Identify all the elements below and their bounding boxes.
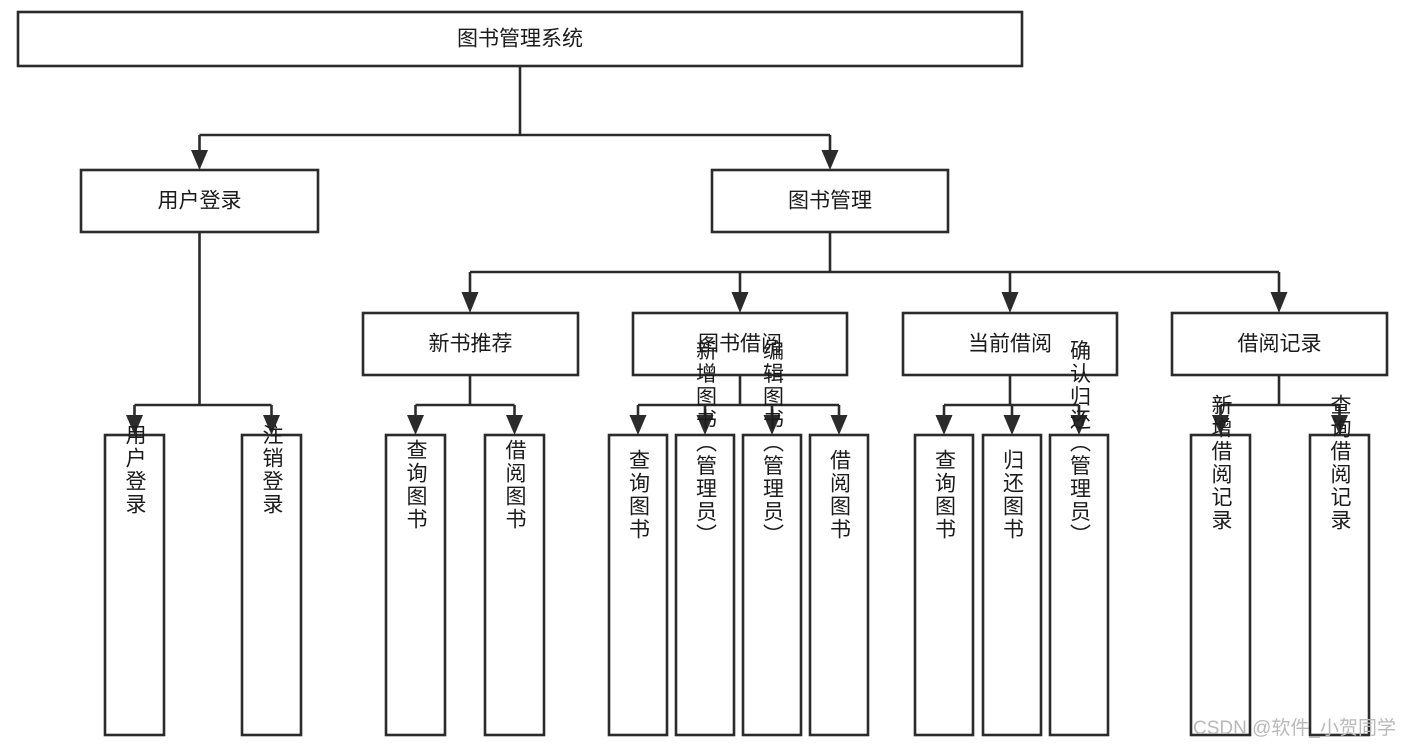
node-new-book-recommend[interactable]: 新书推荐: [361, 311, 580, 377]
node-borrow-record[interactable]: 借阅记录: [1170, 311, 1389, 377]
leaf-label-borrow-book: 借阅图书: [828, 449, 852, 541]
leaf-box-user-login[interactable]: [103, 433, 166, 737]
leaf-edit-book-admin[interactable]: 编辑图书（管理员）: [741, 340, 803, 737]
leaf-label-add-book-admin: 新增图书（管理员）: [694, 340, 718, 547]
arrowhead-borrow-lend: [830, 415, 848, 435]
leaf-query-borrow-record[interactable]: 查询借阅记录: [1308, 394, 1371, 737]
leaf-query-book-current[interactable]: 查询图书: [913, 433, 975, 737]
arrowhead-borrow-add: [696, 415, 714, 435]
arrowhead-newbook: [461, 292, 479, 313]
arrowhead-leaf-user-login: [126, 415, 143, 435]
leaf-box-logout[interactable]: [240, 433, 303, 737]
leaf-label-return-book: 归还图书: [1001, 449, 1025, 541]
leaf-user-login[interactable]: 用户登录: [103, 424, 166, 737]
arrowhead-current: [1001, 292, 1019, 313]
watermark: CSDN @软件_小贺同学: [1193, 718, 1396, 739]
connector-layer: [126, 66, 1348, 435]
leaf-label-query-borrow-record: 查询借阅记录: [1328, 394, 1352, 532]
node-box-user-login[interactable]: [79, 168, 320, 234]
node-box-borrow-record[interactable]: [1170, 311, 1389, 377]
leaf-label-user-login: 用户登录: [123, 424, 147, 516]
node-box-root[interactable]: [16, 10, 1024, 68]
node-label-root: 图书管理系统: [457, 28, 583, 51]
arrowhead-user-login: [191, 150, 208, 170]
arrowhead-current-return: [1003, 415, 1021, 435]
leaf-query-book-newbook[interactable]: 查询图书: [384, 433, 447, 737]
node-box-current-borrow[interactable]: [901, 311, 1119, 377]
leaf-label-add-borrow-record: 新增借阅记录: [1209, 394, 1233, 532]
leaf-add-book-admin[interactable]: 新增图书（管理员）: [674, 340, 736, 737]
leaf-box-return-book[interactable]: [981, 433, 1043, 737]
node-label-user-login: 用户登录: [158, 190, 242, 213]
arrowhead-borrow-edit: [763, 415, 781, 435]
leaf-label-query-book-current: 查询图书: [933, 449, 957, 541]
node-box-book-borrow[interactable]: [631, 311, 849, 377]
node-book-management[interactable]: 图书管理: [710, 168, 950, 234]
leaf-label-confirm-return-admin: 确认归还（管理员）: [1068, 340, 1092, 547]
leaf-box-edit-book-admin[interactable]: [741, 433, 803, 737]
arrowhead-borrow: [731, 292, 749, 313]
node-root-book-management-system[interactable]: 图书管理系统: [16, 10, 1024, 68]
leaf-box-query-book-newbook[interactable]: [384, 433, 447, 737]
node-book-borrow[interactable]: 图书借阅: [631, 311, 849, 377]
arrowhead-book-mgmt: [821, 150, 839, 170]
leaf-box-add-book-admin[interactable]: [674, 433, 736, 737]
arrowhead-current-confirm: [1070, 415, 1088, 435]
arrowhead-record: [1270, 292, 1288, 313]
leaf-box-confirm-return-admin[interactable]: [1048, 433, 1110, 737]
leaf-box-query-book-current[interactable]: [913, 433, 975, 737]
leaf-confirm-return-admin[interactable]: 确认归还（管理员）: [1048, 340, 1110, 737]
arrowhead-record-add: [1212, 415, 1229, 435]
arrowhead-record-query: [1331, 415, 1348, 435]
leaf-label-query-book-newbook: 查询图书: [404, 439, 428, 531]
node-label-current-borrow: 当前借阅: [968, 333, 1052, 356]
leaf-label-logout: 注销登录: [260, 424, 284, 516]
leaf-box-query-book-borrow[interactable]: [607, 433, 669, 737]
leaf-label-borrow-book-newbook: 借阅图书: [503, 439, 527, 531]
leaf-return-book[interactable]: 归还图书: [981, 433, 1043, 737]
leaf-add-borrow-record[interactable]: 新增借阅记录: [1189, 394, 1252, 737]
leaf-borrow-book-newbook[interactable]: 借阅图书: [483, 433, 546, 737]
node-current-borrow[interactable]: 当前借阅: [901, 311, 1119, 377]
leaf-query-book-borrow[interactable]: 查询图书: [607, 433, 669, 737]
node-box-new-book-recommend[interactable]: [361, 311, 580, 377]
leaf-label-query-book-borrow: 查询图书: [627, 449, 651, 541]
arrowhead-borrow-query: [629, 415, 647, 435]
node-user-login[interactable]: 用户登录: [79, 168, 320, 234]
node-label-book-management: 图书管理: [788, 190, 872, 213]
arrowhead-newbook-borrow: [506, 415, 523, 435]
node-label-book-borrow: 图书借阅: [698, 333, 782, 356]
leaf-label-edit-book-admin: 编辑图书（管理员）: [761, 340, 785, 547]
leaf-borrow-book[interactable]: 借阅图书: [808, 433, 870, 737]
leaf-logout[interactable]: 注销登录: [240, 424, 303, 737]
leaf-box-query-borrow-record[interactable]: [1308, 433, 1371, 737]
node-box-book-management[interactable]: [710, 168, 950, 234]
node-label-borrow-record: 借阅记录: [1238, 333, 1322, 356]
arrowhead-newbook-query: [407, 415, 424, 435]
leaf-box-borrow-book-newbook[interactable]: [483, 433, 546, 737]
node-label-new-book-recommend: 新书推荐: [429, 333, 513, 356]
arrowhead-leaf-logout: [263, 415, 280, 435]
leaf-box-add-borrow-record[interactable]: [1189, 433, 1252, 737]
leaf-box-borrow-book[interactable]: [808, 433, 870, 737]
arrowhead-current-query: [935, 415, 953, 435]
